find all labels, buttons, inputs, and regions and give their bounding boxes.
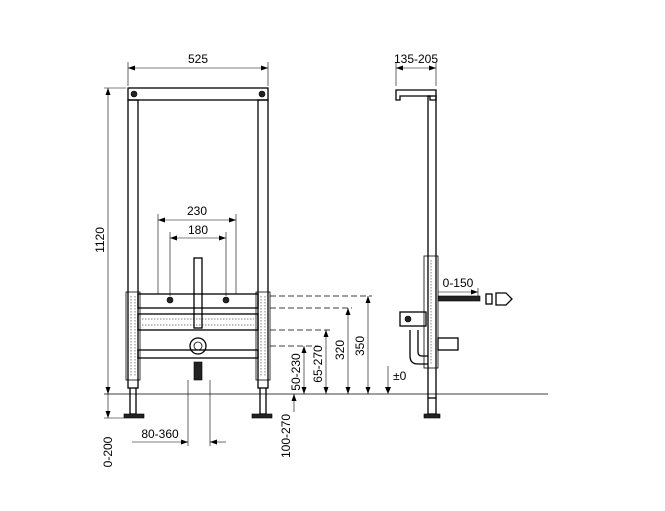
- dim-inner-spacing: 180: [188, 223, 208, 237]
- side-supply-cap: [495, 292, 513, 306]
- side-mounting-bracket: [399, 311, 427, 327]
- front-dimensions: 525 1120 230 180 350 320: [93, 52, 407, 467]
- drain-pipe: [193, 361, 203, 381]
- right-upright-bracket: [255, 291, 271, 381]
- middle-crossbar: [137, 313, 259, 331]
- side-drain-elbow: [409, 330, 428, 365]
- left-foot-plate: [123, 413, 145, 419]
- side-foot-plate: [423, 413, 441, 419]
- side-drain-outlet: [437, 337, 459, 351]
- supply-fitting-left: [166, 296, 174, 304]
- dim-drain-range: 100-270: [279, 414, 293, 458]
- dim-foot-range: 0-200: [101, 436, 115, 467]
- mounting-hole-left: [130, 90, 138, 98]
- frame-left-upright: [127, 99, 139, 389]
- drain-outlet: [189, 337, 207, 355]
- dim-outlet-height: 320: [333, 340, 347, 360]
- dim-frame-width: 525: [188, 52, 208, 66]
- dim-height: 1120: [93, 227, 107, 253]
- side-foot: [427, 398, 437, 415]
- right-foot: [259, 388, 267, 415]
- side-top-bracket: [395, 89, 437, 101]
- supply-fitting-right: [222, 296, 230, 304]
- upper-crossbar: [137, 293, 259, 309]
- dim-depth: 135-205: [394, 52, 438, 66]
- dim-foot-spacing: 80-360: [141, 427, 179, 441]
- frame-right-upright: [257, 99, 269, 389]
- dim-supply-height: 350: [353, 336, 367, 356]
- side-column: [427, 95, 437, 399]
- dim-projection: 0-150: [443, 276, 474, 290]
- side-view: 135-205 0-150: [394, 52, 513, 419]
- front-view: [123, 87, 273, 419]
- frame-top-rail: [127, 87, 269, 101]
- left-upright-bracket: [125, 291, 141, 381]
- right-foot-plate: [251, 413, 273, 419]
- central-riser: [193, 257, 203, 329]
- mounting-hole-right: [258, 90, 266, 98]
- left-foot: [129, 388, 137, 415]
- dim-range-65-270: 65-270: [311, 345, 325, 383]
- side-supply-pipe: [437, 295, 481, 302]
- dim-range-50-230: 50-230: [289, 353, 303, 391]
- dim-floor-zero: ±0: [393, 369, 407, 383]
- dim-outer-spacing: 230: [187, 204, 207, 218]
